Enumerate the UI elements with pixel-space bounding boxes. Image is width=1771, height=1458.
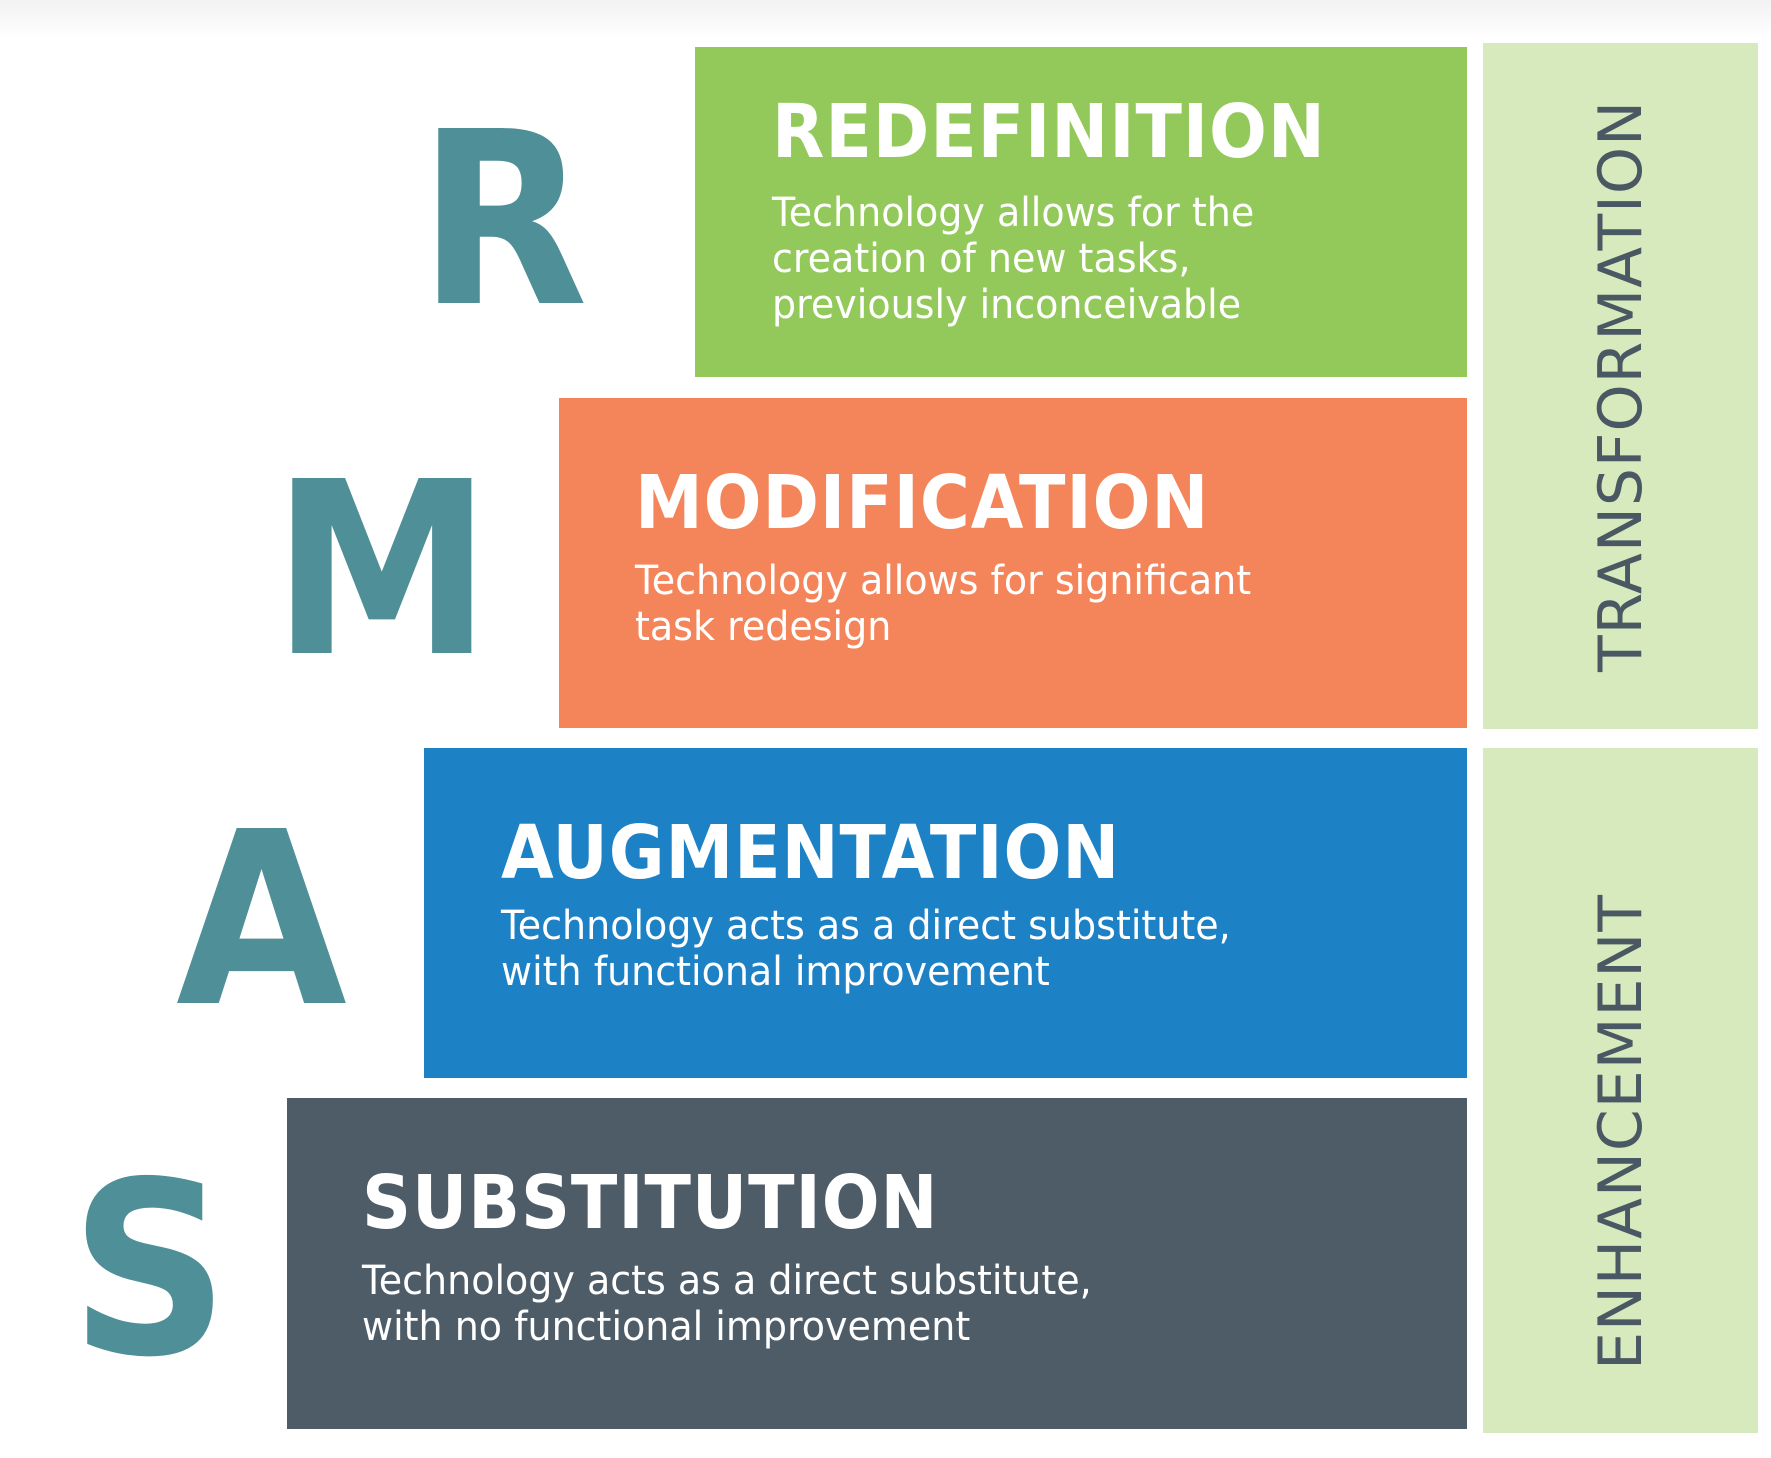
modification-title: MODIFICATION [635,460,1210,546]
modification-block: MODIFICATION Technology allows for signi… [559,398,1467,728]
redefinition-description: Technology allows for the creation of ne… [772,190,1255,328]
augmentation-title: AUGMENTATION [501,810,1121,896]
substitution-block: SUBSTITUTION Technology acts as a direct… [287,1098,1467,1429]
letter-r: R [418,80,589,360]
substitution-title: SUBSTITUTION [362,1160,939,1246]
letter-a: A [176,780,347,1060]
transformation-label: TRANSFORMATION [1585,100,1656,672]
redefinition-title: REDEFINITION [772,89,1326,175]
modification-description: Technology allows for significant task r… [635,558,1252,650]
redefinition-block: REDEFINITION Technology allows for the c… [695,47,1467,377]
substitution-description: Technology acts as a direct substitute, … [362,1258,1092,1350]
enhancement-label: ENHANCEMENT [1585,893,1656,1370]
enhancement-panel: ENHANCEMENT [1483,748,1758,1433]
letter-s: S [70,1130,230,1410]
letter-m: M [272,430,492,710]
augmentation-block: AUGMENTATION Technology acts as a direct… [424,748,1467,1078]
transformation-panel: TRANSFORMATION [1483,43,1758,729]
augmentation-description: Technology acts as a direct substitute, … [501,903,1231,995]
